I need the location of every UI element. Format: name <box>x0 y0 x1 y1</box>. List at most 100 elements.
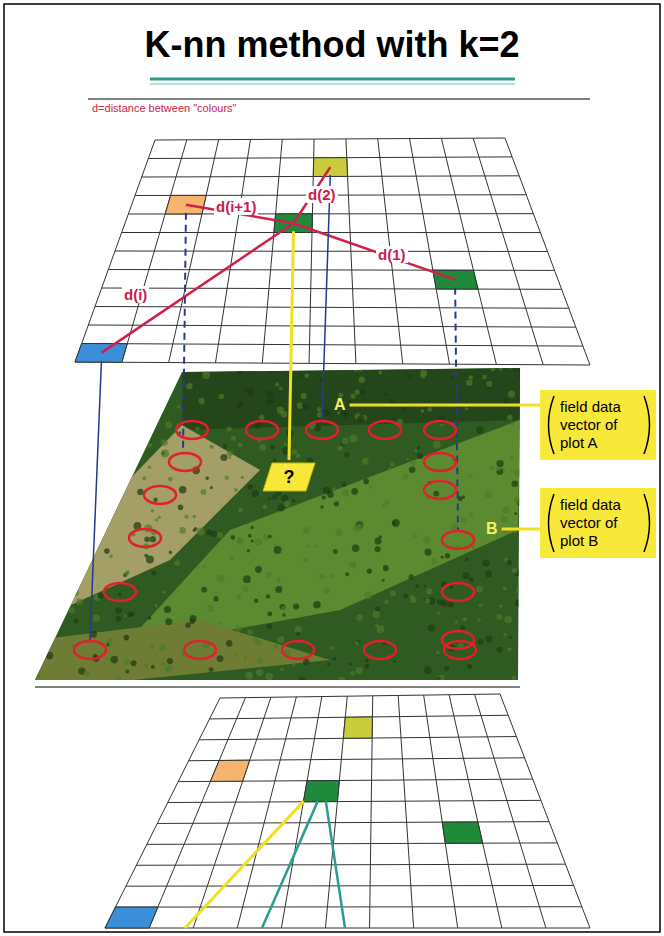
tree <box>231 436 236 441</box>
tree <box>256 669 263 676</box>
plot-ellipse <box>176 421 208 439</box>
tree <box>82 507 89 514</box>
plot-ellipse <box>129 529 161 547</box>
tree <box>116 676 121 681</box>
tree <box>44 413 51 420</box>
tree <box>210 486 213 489</box>
plot-label: A <box>334 396 346 414</box>
tree <box>251 540 254 543</box>
query-mark: ? <box>262 462 316 492</box>
plot-ellipse <box>246 421 278 439</box>
tree <box>131 660 137 666</box>
tree <box>462 572 469 579</box>
tree <box>178 681 181 684</box>
tree <box>466 380 472 386</box>
tree <box>235 625 241 631</box>
plot-label: B <box>486 520 498 538</box>
tree <box>35 554 41 560</box>
tree <box>277 636 284 643</box>
tree <box>151 509 154 512</box>
tree <box>356 614 363 621</box>
tree <box>89 504 95 510</box>
tree <box>344 452 349 457</box>
bracket <box>644 494 650 552</box>
tree <box>51 425 58 432</box>
tree <box>58 482 63 487</box>
tree <box>108 638 113 643</box>
tree <box>263 505 268 510</box>
tree <box>496 614 502 620</box>
tree <box>209 667 214 672</box>
tree <box>213 596 218 601</box>
tree <box>109 555 113 559</box>
tree <box>124 572 128 576</box>
grid-line <box>82 344 583 347</box>
overlay <box>74 175 540 659</box>
plot-ellipse <box>424 453 456 471</box>
tree <box>83 532 91 540</box>
tree <box>98 485 105 492</box>
tree <box>522 435 527 440</box>
tree <box>158 516 161 519</box>
teal-line <box>262 801 318 928</box>
tree <box>349 681 353 685</box>
tree <box>165 421 172 428</box>
tree <box>125 452 133 460</box>
tree <box>90 436 94 440</box>
tree <box>72 589 79 596</box>
yellow-line <box>185 801 304 928</box>
grid-line <box>75 362 590 365</box>
tree <box>195 375 198 378</box>
tree <box>164 606 171 613</box>
tree <box>106 643 110 647</box>
grid-line <box>398 695 413 928</box>
tree <box>503 586 507 590</box>
tree <box>514 512 517 515</box>
tree <box>73 411 77 415</box>
title-underline <box>150 83 515 85</box>
tree <box>410 595 414 599</box>
tree <box>417 446 421 450</box>
tree <box>364 592 372 600</box>
tree <box>303 558 308 563</box>
tree <box>274 546 282 554</box>
tree <box>251 526 254 529</box>
tree <box>186 383 192 389</box>
tree <box>265 673 273 681</box>
tree <box>193 529 196 532</box>
tree <box>351 488 358 495</box>
tree <box>350 434 358 442</box>
tree <box>460 625 465 630</box>
tree <box>433 441 441 449</box>
tree <box>149 644 154 649</box>
tree <box>162 662 166 666</box>
tree <box>64 556 71 563</box>
tree <box>277 578 281 582</box>
tree <box>279 387 283 391</box>
tree <box>228 456 231 459</box>
tree <box>486 636 493 643</box>
tree <box>455 620 458 623</box>
tree <box>174 560 180 566</box>
tree <box>144 554 148 558</box>
tree <box>389 467 392 470</box>
tree <box>99 446 105 452</box>
tree <box>68 436 72 440</box>
tree <box>445 553 450 558</box>
tree <box>384 393 387 396</box>
tree <box>155 518 158 521</box>
bracket <box>549 494 555 552</box>
tree <box>65 562 69 566</box>
tree <box>201 587 207 593</box>
tree <box>75 475 79 479</box>
tree <box>243 575 251 583</box>
tree <box>150 536 156 542</box>
tree <box>292 449 297 454</box>
tree <box>269 369 273 373</box>
tree <box>37 428 40 431</box>
grid-line <box>500 694 590 928</box>
grid-line <box>102 288 562 289</box>
tree <box>198 398 204 404</box>
tree <box>402 474 408 480</box>
tree <box>266 399 273 406</box>
